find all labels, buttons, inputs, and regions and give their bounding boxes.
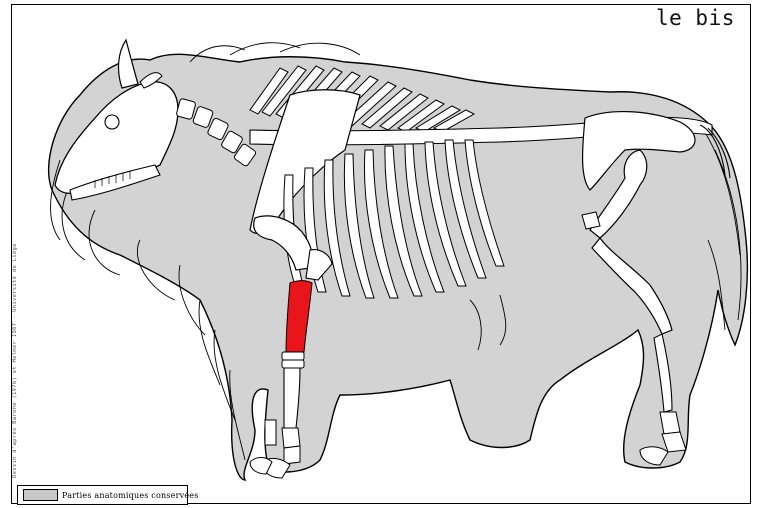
- legend-swatch: [23, 489, 58, 501]
- diagram-title: le bis: [656, 6, 735, 30]
- eye-orbit: [105, 115, 119, 129]
- legend-label: Parties anatomiques conservées: [62, 491, 199, 500]
- carpals: [282, 352, 304, 368]
- legend-box: Parties anatomiques conservées: [17, 485, 188, 505]
- vertical-credit-text: Dessin d'après Barone (1976) et Helmer 1…: [12, 243, 18, 478]
